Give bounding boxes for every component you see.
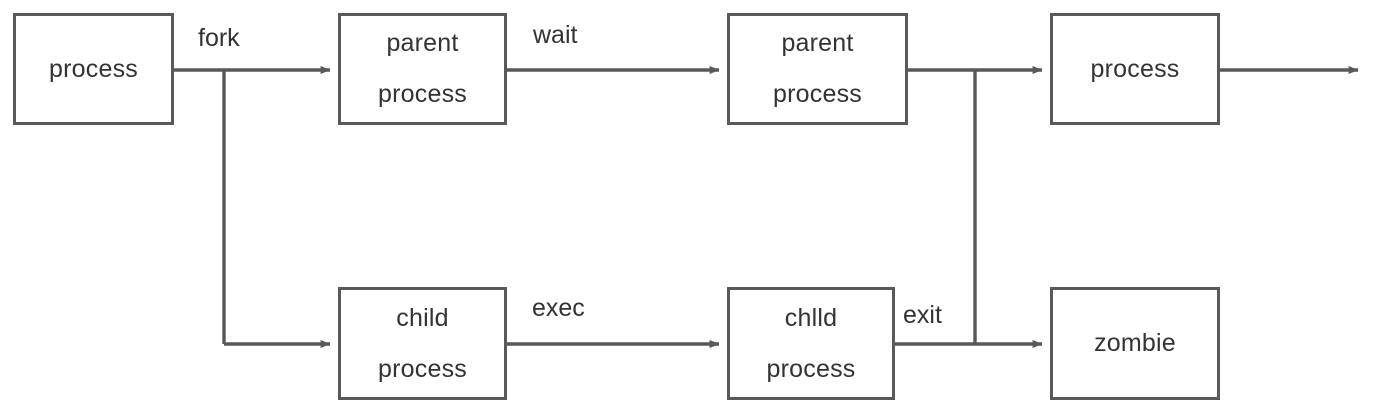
node-label: zombie [1094, 329, 1176, 357]
edge-label-exit: exit [903, 301, 942, 329]
edge-label-wait: wait [533, 21, 578, 49]
node-process-end[interactable]: process [1050, 13, 1220, 125]
node-label: process [49, 54, 138, 83]
node-label-line-1: parent [386, 29, 459, 57]
node-label-line-2: process [378, 354, 467, 383]
node-label-line-1: parent [781, 29, 854, 57]
node-process-start[interactable]: process [13, 13, 174, 125]
node-zombie[interactable]: zombie [1050, 287, 1220, 400]
edge-label-fork: fork [198, 24, 240, 52]
node-label-line-2: process [773, 80, 862, 108]
node-label-line-1: chlld [784, 303, 838, 332]
node-label-line-2: process [766, 354, 856, 383]
node-parent-process-2[interactable]: parent process [727, 13, 908, 125]
node-child-process-1[interactable]: child process [338, 287, 507, 400]
node-parent-process-1[interactable]: parent process [338, 13, 507, 125]
node-child-process-2[interactable]: chlld process [727, 287, 895, 400]
node-label-line-2: process [378, 80, 467, 108]
node-label-line-1: child [396, 303, 449, 332]
node-label: process [1090, 54, 1180, 83]
edge-label-exec: exec [532, 294, 585, 322]
